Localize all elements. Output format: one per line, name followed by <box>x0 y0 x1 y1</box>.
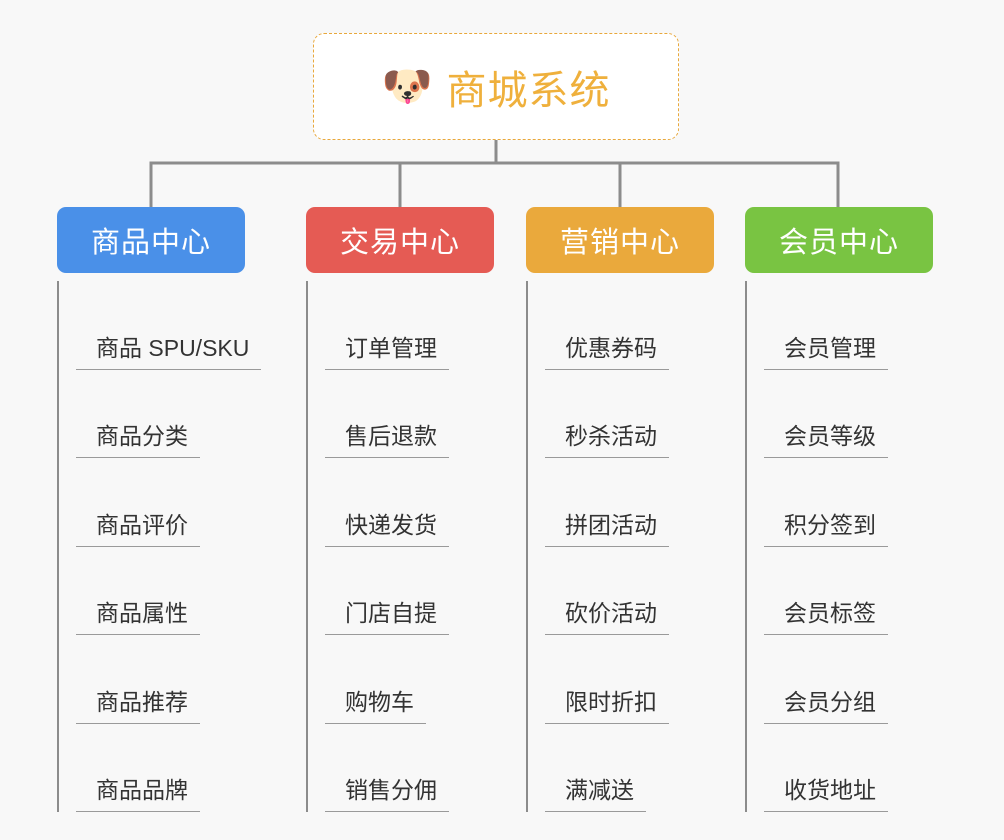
leaf-label: 会员标签 <box>764 599 888 635</box>
list-item[interactable]: 优惠券码 <box>545 281 714 370</box>
category-label: 商品中心 <box>90 227 211 259</box>
leaf-label: 售后退款 <box>325 422 449 458</box>
category-label: 交易中心 <box>339 227 460 259</box>
leaf-label: 秒杀活动 <box>545 422 669 458</box>
leaf-label: 拼团活动 <box>545 511 669 547</box>
list-item[interactable]: 销售分佣 <box>325 724 494 812</box>
list-item[interactable]: 商品分类 <box>76 370 245 458</box>
list-item[interactable]: 商品评价 <box>76 458 245 547</box>
leaf-list-member-center: 会员管理 会员等级 积分签到 会员标签 会员分组 收货地址 <box>745 281 933 812</box>
leaf-label: 门店自提 <box>325 599 449 635</box>
list-item[interactable]: 砍价活动 <box>545 547 714 635</box>
list-item[interactable]: 限时折扣 <box>545 635 714 724</box>
list-item[interactable]: 拼团活动 <box>545 458 714 547</box>
leaf-label: 砍价活动 <box>545 599 669 635</box>
list-item[interactable]: 快递发货 <box>325 458 494 547</box>
leaf-list-product-center: 商品 SPU/SKU 商品分类 商品评价 商品属性 商品推荐 商品品牌 <box>57 281 262 812</box>
category-header-trade-center[interactable]: 交易中心 <box>306 207 494 273</box>
leaf-list-trade-center: 订单管理 售后退款 快递发货 门店自提 购物车 销售分佣 <box>306 281 494 812</box>
leaf-label: 满减送 <box>545 776 646 812</box>
list-item[interactable]: 售后退款 <box>325 370 494 458</box>
list-item[interactable]: 商品 SPU/SKU <box>76 281 262 370</box>
list-item[interactable]: 积分签到 <box>764 458 933 547</box>
leaf-label: 购物车 <box>325 688 426 724</box>
root-title: 商城系统 <box>446 68 611 113</box>
list-item[interactable]: 秒杀活动 <box>545 370 714 458</box>
leaf-label: 限时折扣 <box>545 688 669 724</box>
leaf-label: 会员分组 <box>764 688 888 724</box>
category-column-member-center: 会员中心 会员管理 会员等级 积分签到 会员标签 会员分组 收货地址 <box>745 207 933 812</box>
leaf-label: 优惠券码 <box>545 334 669 370</box>
leaf-label: 商品品牌 <box>76 776 200 812</box>
category-header-product-center[interactable]: 商品中心 <box>57 207 245 273</box>
leaf-label: 商品评价 <box>76 511 200 547</box>
list-item[interactable]: 商品品牌 <box>76 724 245 812</box>
root-node[interactable]: 🐶 商城系统 <box>313 33 679 140</box>
category-header-marketing-center[interactable]: 营销中心 <box>526 207 714 273</box>
list-item[interactable]: 商品推荐 <box>76 635 245 724</box>
category-label: 营销中心 <box>559 227 680 259</box>
leaf-label: 商品推荐 <box>76 688 200 724</box>
list-item[interactable]: 购物车 <box>325 635 494 724</box>
list-item[interactable]: 商品属性 <box>76 547 245 635</box>
leaf-label: 会员管理 <box>764 334 888 370</box>
leaf-label: 收货地址 <box>764 776 888 812</box>
leaf-label: 快递发货 <box>325 511 449 547</box>
list-item[interactable]: 会员等级 <box>764 370 933 458</box>
leaf-label: 商品分类 <box>76 422 200 458</box>
category-header-member-center[interactable]: 会员中心 <box>745 207 933 273</box>
list-item[interactable]: 满减送 <box>545 724 714 812</box>
category-column-trade-center: 交易中心 订单管理 售后退款 快递发货 门店自提 购物车 销售分佣 <box>306 207 494 812</box>
list-item[interactable]: 会员分组 <box>764 635 933 724</box>
leaf-label: 商品属性 <box>76 599 200 635</box>
list-item[interactable]: 会员标签 <box>764 547 933 635</box>
list-item[interactable]: 收货地址 <box>764 724 933 812</box>
leaf-label: 会员等级 <box>764 422 888 458</box>
shiba-dog-face-icon: 🐶 <box>381 63 433 109</box>
list-item[interactable]: 订单管理 <box>325 281 494 370</box>
leaf-label: 订单管理 <box>325 334 449 370</box>
leaf-list-marketing-center: 优惠券码 秒杀活动 拼团活动 砍价活动 限时折扣 满减送 <box>526 281 714 812</box>
category-column-marketing-center: 营销中心 优惠券码 秒杀活动 拼团活动 砍价活动 限时折扣 满减送 <box>526 207 714 812</box>
category-label: 会员中心 <box>778 227 899 259</box>
category-column-product-center: 商品中心 商品 SPU/SKU 商品分类 商品评价 商品属性 商品推荐 商品品牌 <box>57 207 262 812</box>
leaf-label: 商品 SPU/SKU <box>76 334 262 370</box>
leaf-label: 积分签到 <box>764 511 888 547</box>
leaf-label: 销售分佣 <box>325 776 449 812</box>
list-item[interactable]: 会员管理 <box>764 281 933 370</box>
list-item[interactable]: 门店自提 <box>325 547 494 635</box>
